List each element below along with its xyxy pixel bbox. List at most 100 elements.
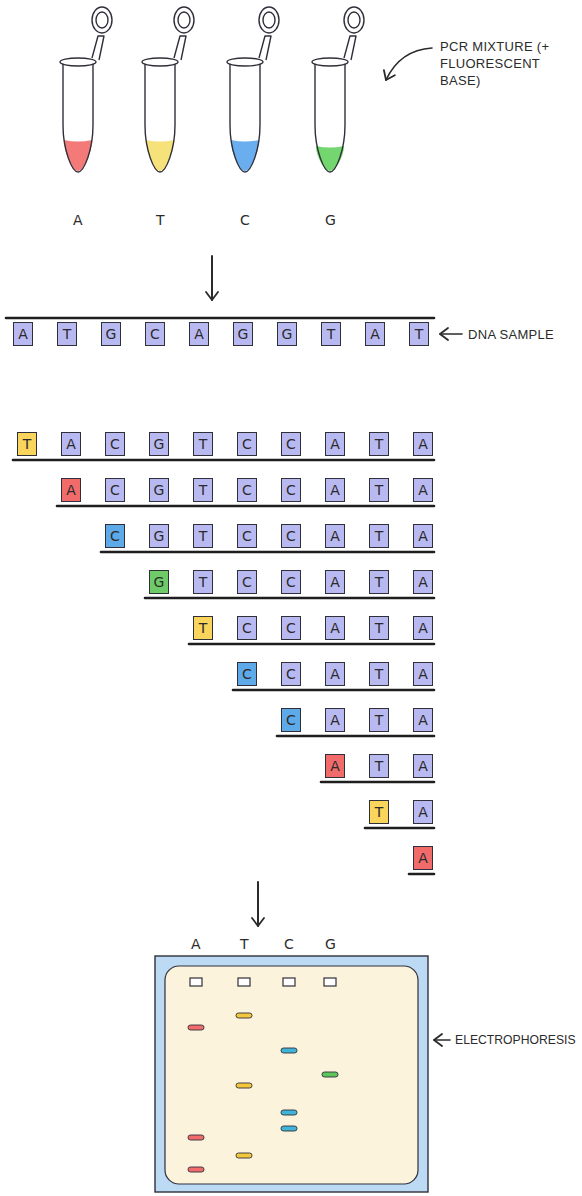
base-letter: G — [154, 528, 165, 544]
fragment-base-box: C — [281, 708, 301, 732]
tube-g — [312, 7, 364, 172]
fragment-base-box: T — [17, 432, 37, 456]
sample-base-box: C — [145, 322, 165, 346]
base-letter: T — [375, 436, 384, 452]
base-letter: T — [199, 574, 208, 590]
pointer-arrow — [440, 333, 462, 335]
callout-text: PCR MIXTURE (+ FLUORESCENT BASE) — [440, 38, 578, 89]
base-letter: C — [150, 326, 160, 342]
fragment-base-box: C — [281, 432, 301, 456]
fragment-base-box: G — [149, 570, 169, 594]
base-letter: G — [282, 326, 293, 342]
fragment-base-box: T — [369, 524, 389, 548]
tube-a — [60, 7, 112, 172]
fragment-base-box: A — [325, 662, 345, 686]
base-letter: T — [375, 620, 384, 636]
base-letter: A — [418, 436, 428, 452]
fragment-base-box: C — [281, 524, 301, 548]
pointer-arrow — [386, 48, 432, 80]
fragment-base-box: A — [61, 432, 81, 456]
pointer-arrow — [434, 1039, 450, 1041]
fragment-base-box: T — [369, 662, 389, 686]
base-letter: A — [330, 574, 340, 590]
base-letter: C — [242, 666, 252, 682]
base-letter: T — [63, 326, 72, 342]
fragment-base-box: T — [369, 708, 389, 732]
fragment-base-box: A — [413, 708, 433, 732]
fragment-base-box: G — [149, 524, 169, 548]
base-letter: C — [286, 528, 296, 544]
flow-arrow — [211, 256, 213, 300]
base-letter: A — [370, 326, 380, 342]
gel — [155, 956, 428, 1192]
fragment-base-box: T — [369, 800, 389, 824]
base-letter: C — [286, 666, 296, 682]
fragment-base-box: T — [369, 754, 389, 778]
base-letter: A — [18, 326, 28, 342]
base-letter: C — [286, 436, 296, 452]
fragment-base-box: T — [193, 432, 213, 456]
base-letter: T — [375, 482, 384, 498]
base-letter: T — [327, 326, 336, 342]
fragment-base-box: A — [413, 432, 433, 456]
fragment-base-box: C — [105, 432, 125, 456]
base-letter: C — [242, 436, 252, 452]
fragment-base-box: C — [237, 662, 257, 686]
strand-lines — [6, 318, 434, 874]
base-letter: T — [375, 528, 384, 544]
sample-base-box: T — [321, 322, 341, 346]
fragment-base-box: C — [105, 524, 125, 548]
base-letter: T — [375, 666, 384, 682]
lane-label: T — [240, 936, 249, 953]
tube-label: C — [240, 212, 250, 229]
fragment-base-box: A — [413, 754, 433, 778]
lane-label: G — [325, 936, 336, 953]
fragment-base-box: T — [369, 616, 389, 640]
fragment-base-box: A — [325, 478, 345, 502]
base-letter: G — [154, 482, 165, 498]
fragment-base-box: T — [369, 432, 389, 456]
fragment-base-box: T — [369, 570, 389, 594]
fragment-base-box: A — [325, 708, 345, 732]
base-letter: C — [242, 620, 252, 636]
base-letter: C — [242, 482, 252, 498]
fragment-base-box: T — [193, 478, 213, 502]
fragment-base-box: T — [193, 570, 213, 594]
fragment-base-box: A — [325, 616, 345, 640]
base-letter: T — [375, 712, 384, 728]
base-letter: C — [110, 528, 120, 544]
fragment-base-box: C — [281, 570, 301, 594]
base-letter: A — [418, 528, 428, 544]
sample-base-box: A — [189, 322, 209, 346]
fragment-base-box: A — [413, 800, 433, 824]
fragment-base-box: A — [325, 432, 345, 456]
base-letter: T — [375, 574, 384, 590]
fragment-base-box: A — [413, 478, 433, 502]
fragment-base-box: A — [413, 846, 433, 870]
sample-base-box: A — [365, 322, 385, 346]
base-letter: A — [330, 436, 340, 452]
fragment-base-box: C — [237, 616, 257, 640]
base-letter: C — [110, 482, 120, 498]
fragment-base-box: C — [281, 662, 301, 686]
fragment-base-box: C — [105, 478, 125, 502]
base-letter: C — [110, 436, 120, 452]
base-letter: A — [418, 850, 428, 866]
base-letter: C — [286, 482, 296, 498]
lane-label: C — [284, 936, 294, 953]
fragment-base-box: C — [237, 432, 257, 456]
lane-label: A — [191, 936, 201, 953]
callout-text: DNA SAMPLE — [468, 326, 554, 343]
fragment-base-box: C — [281, 478, 301, 502]
fragment-base-box: T — [369, 478, 389, 502]
tube-label: G — [325, 212, 336, 229]
base-letter: A — [330, 758, 340, 774]
base-letter: T — [375, 804, 384, 820]
fragment-base-box: C — [237, 524, 257, 548]
fragment-base-box: A — [413, 616, 433, 640]
base-letter: A — [418, 574, 428, 590]
base-letter: T — [199, 528, 208, 544]
fragment-base-box: G — [149, 432, 169, 456]
fragment-base-box: G — [149, 478, 169, 502]
